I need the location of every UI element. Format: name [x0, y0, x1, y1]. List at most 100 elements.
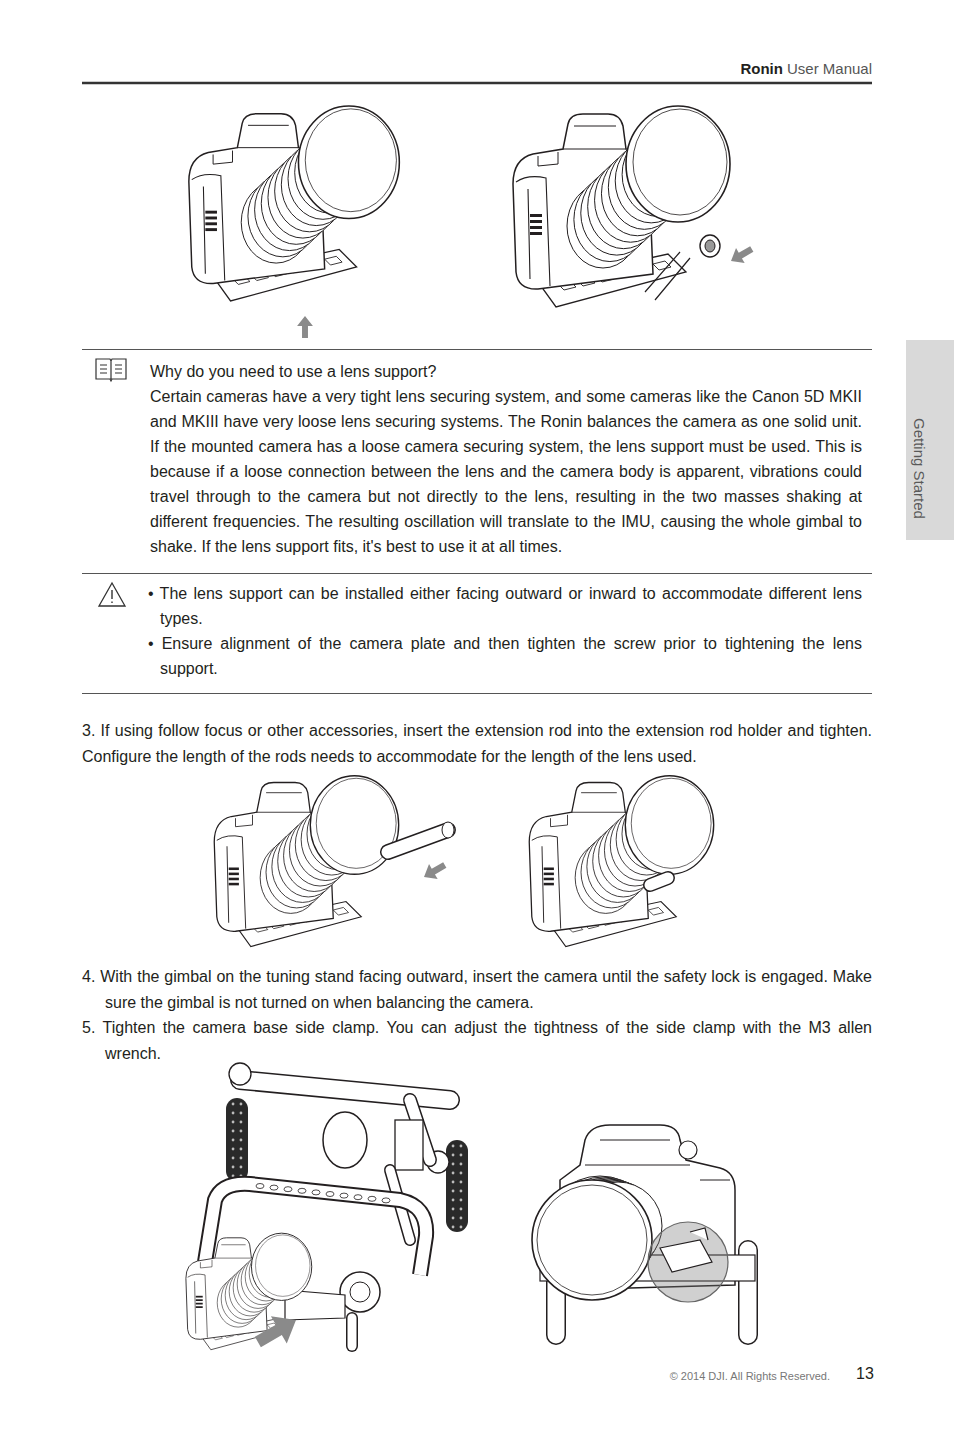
frame-hole: [270, 1185, 278, 1190]
plate-slot: [325, 256, 342, 265]
lens-hood-rim: [256, 1235, 311, 1296]
grip-dot: [452, 1145, 455, 1148]
grip-dot: [240, 1103, 243, 1106]
section-tab: Getting Started: [906, 340, 954, 540]
grip-dot: [452, 1181, 455, 1184]
grip-dot: [240, 1130, 243, 1133]
camera-drawing: [186, 1233, 312, 1350]
tube-outline: [388, 830, 448, 852]
grip-dot: [240, 1157, 243, 1160]
grip-dot: [452, 1199, 455, 1202]
grip-dot: [452, 1208, 455, 1211]
handle-cap: [229, 1063, 251, 1085]
frame-hole: [298, 1188, 306, 1193]
grille-slot: [196, 1299, 203, 1301]
grip-dot: [460, 1145, 463, 1148]
grip-dot: [240, 1121, 243, 1124]
tilt-motor: [340, 1272, 380, 1312]
grip-dot: [232, 1166, 235, 1169]
camera-drawing: [513, 106, 730, 307]
note-heading: Why do you need to use a lens support?: [150, 359, 862, 384]
direction-arrow: [727, 242, 756, 269]
caution-bullet: • Ensure alignment of the camera plate a…: [148, 631, 862, 681]
camera-grip: [188, 1274, 208, 1337]
grille-slot: [205, 211, 217, 214]
grille-slot: [229, 883, 239, 886]
grille-slot: [530, 220, 542, 223]
clamp-highlight: [648, 1222, 728, 1302]
tube-fill: [650, 878, 668, 885]
grille-slot: [205, 222, 217, 225]
plate-slot: [648, 907, 663, 915]
grip-dot: [232, 1130, 235, 1133]
frame-hole: [340, 1193, 348, 1198]
grip-dot: [460, 1208, 463, 1211]
tube-outline: [650, 878, 668, 885]
pan-motor: [323, 1112, 367, 1168]
camera-drawing: [529, 776, 713, 947]
grip-dot: [460, 1226, 463, 1229]
control-box: [395, 1120, 423, 1170]
grip-dot: [232, 1157, 235, 1160]
tube-fill: [240, 1080, 450, 1100]
step-text: 5. Tighten the camera base side clamp. Y…: [82, 1015, 872, 1067]
grip-dot: [460, 1172, 463, 1175]
grip-dot: [240, 1148, 243, 1151]
frame-hole: [284, 1187, 292, 1192]
tube-fill: [388, 830, 448, 852]
lens-support: [645, 252, 690, 300]
lens-hood: [625, 776, 713, 875]
grip-dot: [460, 1190, 463, 1193]
grip-dot: [232, 1112, 235, 1115]
camera-grip: [217, 836, 246, 929]
camera-grip: [516, 177, 550, 286]
lens-hood-rim: [633, 109, 727, 215]
grip-dot: [452, 1172, 455, 1175]
lens-hood: [532, 1180, 652, 1300]
frame-hole: [354, 1195, 362, 1200]
grille-slot: [196, 1303, 203, 1305]
grille-slot: [196, 1296, 203, 1298]
grille-slot: [544, 878, 554, 881]
grip-dot: [232, 1103, 235, 1106]
grille-slot: [196, 1306, 203, 1308]
triangle-outline: [99, 583, 125, 606]
running-header: RoninUser Manual: [740, 60, 872, 77]
caution-note: • The lens support can be installed eith…: [82, 574, 872, 694]
lens-hood: [298, 106, 399, 219]
handle-grip: [446, 1140, 468, 1232]
tube-outline: [346, 1318, 358, 1346]
direction-arrow: [250, 1306, 304, 1355]
grip-dot: [452, 1226, 455, 1229]
info-note: Why do you need to use a lens support?Ce…: [82, 349, 872, 574]
grip-dot: [460, 1181, 463, 1184]
grip-dot: [240, 1139, 243, 1142]
page-number: 13: [856, 1365, 874, 1383]
copyright: © 2014 DJI. All Rights Reserved.: [670, 1370, 830, 1382]
manual-name: Ronin: [740, 60, 783, 77]
lens-hood: [626, 106, 730, 222]
grille-slot: [530, 232, 542, 235]
grip-dot: [452, 1190, 455, 1193]
note-body: Certain cameras have a very tight lens s…: [150, 384, 862, 559]
section-tab-label: Getting Started: [911, 418, 928, 519]
grip-dot: [452, 1163, 455, 1166]
direction-arrow: [420, 858, 449, 885]
step-text: 3. If using follow focus or other access…: [82, 718, 872, 770]
grip-dot: [240, 1166, 243, 1169]
grille-slot: [530, 226, 542, 229]
grille-slot: [530, 214, 542, 217]
caution-bullet: • The lens support can be installed eith…: [148, 581, 862, 631]
grip-dot: [240, 1112, 243, 1115]
direction-arrow: [297, 316, 313, 338]
grip-dot: [460, 1199, 463, 1202]
plate-slot: [333, 907, 348, 915]
grille-slot: [205, 217, 217, 220]
frame-hole: [256, 1184, 264, 1189]
tube-fill: [348, 1318, 357, 1346]
warning-icon: [94, 580, 130, 610]
clamp-lever: [660, 1228, 712, 1272]
gimbal-drawing: [186, 1063, 468, 1356]
